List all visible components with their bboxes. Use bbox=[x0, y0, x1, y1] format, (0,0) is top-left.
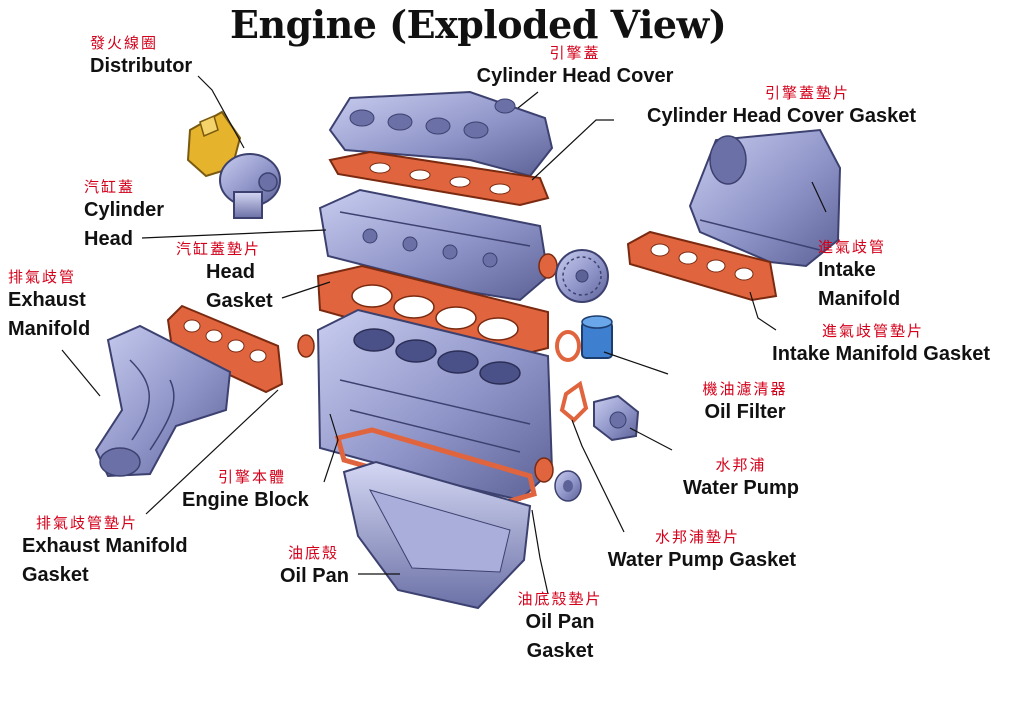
crank-seal-part bbox=[534, 457, 582, 502]
label-intake-manifold-gasket-cn: 進氣歧管墊片 bbox=[821, 322, 924, 340]
label-cylinder-head-cover-gasket-cn: 引擎蓋墊片 bbox=[764, 84, 850, 102]
label-distributor-en: Distributor bbox=[90, 55, 193, 77]
label-exhaust-manifold: 排氣歧管 Exhaust Manifold bbox=[8, 268, 90, 344]
label-oil-pan-gasket-cn: 油底殼墊片 bbox=[517, 590, 603, 608]
label-oil-pan: 油底殼 Oil Pan bbox=[280, 544, 349, 591]
label-oil-pan-gasket-en-1: Oil Pan bbox=[525, 611, 595, 633]
intake-manifold-gasket-part bbox=[626, 230, 778, 302]
label-exhaust-manifold-gasket-cn: 排氣歧管墊片 bbox=[36, 514, 139, 532]
oil-filter-part bbox=[555, 315, 613, 362]
label-head-gasket: 汽缸蓋墊片 Head Gasket bbox=[176, 240, 273, 316]
label-water-pump-gasket-en: Water Pump Gasket bbox=[607, 549, 796, 571]
distributor-part bbox=[186, 110, 281, 219]
label-oil-filter-en: Oil Filter bbox=[704, 401, 786, 423]
label-oil-pan-cn: 油底殼 bbox=[288, 544, 340, 562]
exhaust-manifold-gasket-part bbox=[166, 304, 284, 394]
label-intake-manifold: 進氣歧管 Intake Manifold bbox=[818, 238, 900, 314]
label-intake-manifold-gasket: 進氣歧管墊片 Intake Manifold Gasket bbox=[740, 322, 990, 369]
engine-block-part bbox=[297, 308, 554, 502]
label-cylinder-head-en-2: Head bbox=[84, 228, 133, 250]
head-gasket-part bbox=[316, 264, 549, 362]
label-cylinder-head-cover-en: Cylinder Head Cover bbox=[476, 65, 674, 87]
label-intake-manifold-cn: 進氣歧管 bbox=[818, 238, 887, 256]
intake-manifold-part bbox=[688, 128, 842, 268]
label-head-gasket-cn: 汽缸蓋墊片 bbox=[176, 240, 262, 258]
label-intake-manifold-gasket-en: Intake Manifold Gasket bbox=[772, 343, 990, 365]
label-water-pump: 水邦浦 Water Pump bbox=[676, 456, 806, 503]
water-pump-part bbox=[593, 394, 640, 442]
label-exhaust-manifold-gasket-en-2: Gasket bbox=[22, 564, 89, 586]
label-oil-pan-gasket: 油底殼墊片 Oil Pan Gasket bbox=[500, 590, 620, 666]
label-cylinder-head-cn: 汽缸蓋 bbox=[84, 178, 136, 196]
label-exhaust-manifold-gasket: 排氣歧管墊片 Exhaust Manifold Gasket bbox=[22, 514, 188, 590]
label-cylinder-head: 汽缸蓋 Cylinder Head bbox=[84, 178, 164, 254]
cam-sprocket-part bbox=[555, 249, 609, 303]
cylinder-head-part bbox=[318, 188, 558, 302]
leader-lines bbox=[61, 75, 827, 595]
label-head-gasket-en-2: Gasket bbox=[206, 290, 273, 312]
label-water-pump-gasket-cn: 水邦浦墊片 bbox=[654, 528, 740, 546]
label-oil-pan-gasket-en-2: Gasket bbox=[526, 640, 594, 662]
label-cylinder-head-cover: 引擎蓋 Cylinder Head Cover bbox=[460, 44, 690, 91]
exhaust-manifold-part bbox=[94, 324, 232, 478]
label-exhaust-manifold-en-1: Exhaust bbox=[8, 289, 86, 311]
label-cylinder-head-cover-gasket-en: Cylinder Head Cover Gasket bbox=[647, 105, 916, 127]
label-distributor-cn: 發火線圈 bbox=[90, 34, 159, 52]
water-pump-gasket-part bbox=[559, 380, 589, 423]
oil-pan-gasket-part bbox=[334, 427, 537, 507]
label-cylinder-head-en-1: Cylinder bbox=[84, 199, 165, 221]
label-water-pump-en: Water Pump bbox=[683, 477, 799, 499]
label-cylinder-head-cover-cn: 引擎蓋 bbox=[549, 44, 601, 62]
label-water-pump-gasket: 水邦浦墊片 Water Pump Gasket bbox=[580, 528, 796, 575]
label-head-gasket-en-1: Head bbox=[206, 261, 255, 283]
label-distributor: 發火線圈 Distributor bbox=[90, 34, 192, 81]
oil-pan-part bbox=[342, 460, 532, 610]
label-cylinder-head-cover-gasket: 引擎蓋墊片 Cylinder Head Cover Gasket bbox=[612, 84, 916, 131]
label-exhaust-manifold-cn: 排氣歧管 bbox=[8, 268, 77, 286]
label-exhaust-manifold-gasket-en-1: Exhaust Manifold bbox=[22, 535, 188, 557]
page-title: Engine (Exploded View) bbox=[230, 2, 727, 47]
label-engine-block-cn: 引擎本體 bbox=[218, 468, 287, 486]
cylinder-head-cover-part bbox=[328, 90, 554, 178]
label-oil-filter: 機油濾清器 Oil Filter bbox=[670, 380, 820, 427]
label-oil-filter-cn: 機油濾清器 bbox=[702, 380, 788, 398]
label-intake-manifold-en-2: Manifold bbox=[818, 288, 901, 310]
label-intake-manifold-en-1: Intake bbox=[818, 259, 876, 281]
cylinder-head-cover-gasket-part bbox=[328, 150, 550, 207]
label-oil-pan-en: Oil Pan bbox=[280, 565, 349, 587]
label-engine-block: 引擎本體 Engine Block bbox=[182, 468, 309, 515]
label-water-pump-cn: 水邦浦 bbox=[715, 456, 767, 474]
label-engine-block-en: Engine Block bbox=[182, 489, 309, 511]
label-exhaust-manifold-en-2: Manifold bbox=[8, 318, 91, 340]
